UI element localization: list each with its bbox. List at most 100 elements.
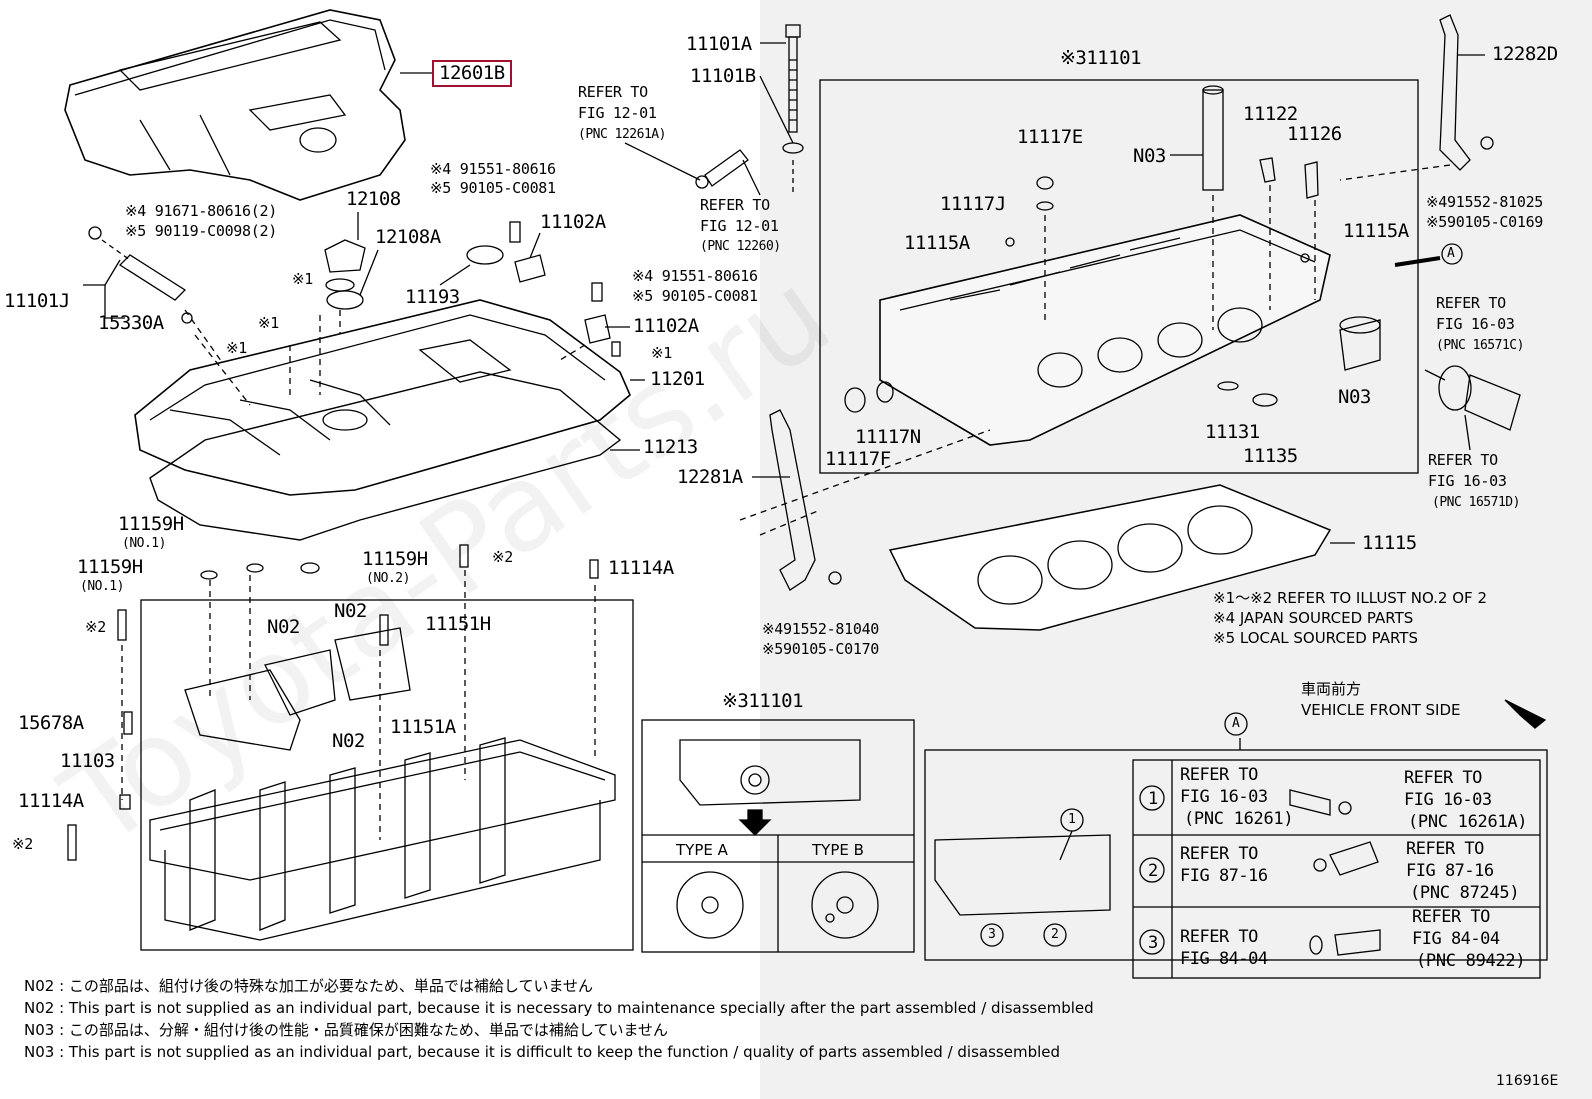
part-label-11102a-2[interactable]: 11102A bbox=[633, 315, 699, 337]
note-marker-1: ※1 bbox=[258, 314, 279, 332]
part-label-11151a[interactable]: 11151A bbox=[390, 716, 456, 738]
part-label-12281a[interactable]: 12281A bbox=[677, 466, 743, 488]
ref-row-1-left-text: REFER TO bbox=[1180, 765, 1258, 785]
part-label-11103[interactable]: 11103 bbox=[60, 750, 115, 772]
callout-3: 3 bbox=[988, 927, 996, 942]
part-label-11117j[interactable]: 11117J bbox=[940, 193, 1006, 215]
part-label-12282d[interactable]: 12282D bbox=[1492, 43, 1558, 65]
refer-fig-link[interactable]: FIG 16-03 bbox=[1436, 315, 1515, 333]
part-label-15330a[interactable]: 15330A bbox=[98, 312, 164, 334]
part-label-11201[interactable]: 11201 bbox=[650, 368, 705, 390]
part-label-12108[interactable]: 12108 bbox=[346, 188, 401, 210]
ref-row-3-right-fig[interactable]: FIG 84-04 bbox=[1412, 929, 1500, 949]
part-label-11135[interactable]: 11135 bbox=[1243, 445, 1298, 467]
part-label-11114a-2[interactable]: 11114A bbox=[18, 790, 84, 812]
ref-row-1-right-fig[interactable]: FIG 16-03 bbox=[1404, 790, 1492, 810]
part-label-90105[interactable]: ※5 90105-C0081 bbox=[430, 179, 556, 197]
refer-pnc: (PNC 16571C) bbox=[1436, 338, 1524, 353]
spark-plug-gasket-drawing bbox=[466, 245, 504, 265]
water-outlet-drawing bbox=[1424, 365, 1521, 451]
front-side-jp: 車両前方 bbox=[1301, 680, 1362, 698]
part-label-91551[interactable]: ※4 91551-80616 bbox=[430, 160, 556, 178]
refer-fig-link[interactable]: FIG 12-01 bbox=[578, 104, 657, 122]
note-label-n02: N02 bbox=[332, 730, 365, 752]
part-label-11101a[interactable]: 11101A bbox=[686, 33, 752, 55]
part-label-11122[interactable]: 11122 bbox=[1243, 103, 1298, 125]
part-label-91552-b[interactable]: ※491552-81040 bbox=[762, 620, 880, 638]
cylinder-head-cover-drawing bbox=[134, 299, 645, 496]
part-label-11117n[interactable]: 11117N bbox=[855, 426, 921, 448]
part-label-11115[interactable]: 11115 bbox=[1362, 532, 1417, 554]
ref-row-1-left-fig[interactable]: FIG 16-03 bbox=[1180, 787, 1268, 807]
part-label-11115a-2[interactable]: 11115A bbox=[1343, 220, 1409, 242]
part-label-90105-b[interactable]: ※5 90105-C0081 bbox=[632, 287, 758, 305]
refer-pnc: (PNC 16571D) bbox=[1432, 495, 1520, 510]
part-label-11117e[interactable]: 11117E bbox=[1017, 126, 1083, 148]
part-label-91551-b[interactable]: ※4 91551-80616 bbox=[632, 267, 758, 285]
part-label-11102a[interactable]: 11102A bbox=[540, 211, 606, 233]
callout-2: 2 bbox=[1051, 927, 1059, 942]
ref-row-3-number: 3 bbox=[1148, 933, 1158, 953]
refer-text: REFER TO bbox=[578, 83, 648, 101]
part-label-11193[interactable]: 11193 bbox=[405, 286, 460, 308]
note-label-n03: N03 bbox=[1338, 386, 1371, 408]
head-bolt-drawing bbox=[759, 24, 804, 195]
engine-hanger-drawing bbox=[1339, 14, 1494, 181]
part-label-11159h[interactable]: 11159H bbox=[118, 513, 184, 535]
ref-row-1-right-text: REFER TO bbox=[1404, 768, 1482, 788]
part-label-11151h[interactable]: 11151H bbox=[425, 613, 491, 635]
part-label-11126[interactable]: 11126 bbox=[1287, 123, 1342, 145]
part-label-11114a[interactable]: 11114A bbox=[608, 557, 674, 579]
ref-row-2-right-pnc: (PNC 87245) bbox=[1410, 883, 1520, 903]
ref-row-2-right-fig[interactable]: FIG 87-16 bbox=[1406, 861, 1494, 881]
ref-row-2-right-text: REFER TO bbox=[1406, 839, 1484, 859]
engine-cover-drawing bbox=[64, 9, 437, 201]
ref-row-3-right-pnc: (PNC 89422) bbox=[1416, 951, 1526, 971]
cylinder-head-box bbox=[819, 79, 1419, 474]
note-marker-1: ※1 bbox=[651, 344, 672, 362]
refer-fig-link[interactable]: FIG 12-01 bbox=[700, 217, 779, 235]
part-label-11101b[interactable]: 11101B bbox=[690, 65, 756, 87]
part-label-15678a[interactable]: 15678A bbox=[18, 712, 84, 734]
ref-row-1-left-pnc: (PNC 16261) bbox=[1184, 809, 1294, 829]
refer-pnc: (PNC 12261A) bbox=[578, 127, 666, 142]
part-label-11131[interactable]: 11131 bbox=[1205, 421, 1260, 443]
part-label-91552[interactable]: ※491552-81025 bbox=[1426, 193, 1544, 211]
refer-pnc: (PNC 12260) bbox=[700, 239, 781, 254]
legend-line-5: ※5 LOCAL SOURCED PARTS bbox=[1213, 629, 1418, 647]
view-a-inset-label: A bbox=[1232, 716, 1240, 731]
head-gasket-drawing bbox=[888, 484, 1355, 631]
refer-text: REFER TO bbox=[1428, 451, 1498, 469]
part-label-90105-d[interactable]: ※590105-C0170 bbox=[762, 640, 880, 658]
engine-hanger-front-drawing bbox=[739, 409, 991, 591]
part-label-11213[interactable]: 11213 bbox=[643, 436, 698, 458]
sensor-drawing bbox=[509, 221, 630, 357]
part-label-12108a[interactable]: 12108A bbox=[375, 226, 441, 248]
part-sublabel: (NO.1) bbox=[80, 579, 124, 594]
refer-fig-link[interactable]: FIG 16-03 bbox=[1428, 472, 1507, 490]
part-label-11101[interactable]: ※311101 bbox=[1060, 47, 1142, 69]
part-label-91671[interactable]: ※4 91671-80616(2) bbox=[125, 202, 277, 220]
head-cover-gasket-drawing bbox=[149, 371, 622, 541]
part-label-11101j[interactable]: 11101J bbox=[4, 290, 70, 312]
callout-1: 1 bbox=[1068, 812, 1076, 827]
inset-a-box bbox=[924, 738, 1548, 979]
ref-row-3-left-fig[interactable]: FIG 84-04 bbox=[1180, 949, 1268, 969]
type-b-label: TYPE B bbox=[812, 841, 864, 859]
view-a-label: A bbox=[1447, 246, 1455, 261]
ref-row-1-number: 1 bbox=[1148, 789, 1158, 809]
part-label-11101-inset[interactable]: ※311101 bbox=[722, 690, 804, 712]
inset-type-box bbox=[641, 719, 915, 953]
ref-row-3-right-text: REFER TO bbox=[1412, 907, 1490, 927]
part-label-11159h[interactable]: 11159H bbox=[362, 548, 428, 570]
part-label-11117f[interactable]: 11117F bbox=[825, 448, 891, 470]
ref-row-2-left-fig[interactable]: FIG 87-16 bbox=[1180, 866, 1268, 886]
part-label-11159h[interactable]: 11159H bbox=[77, 556, 143, 578]
footnote-n02-en: N02 : This part is not supplied as an in… bbox=[24, 999, 1094, 1017]
part-label-12601b[interactable]: 12601B bbox=[432, 60, 512, 87]
part-label-11115a[interactable]: 11115A bbox=[904, 232, 970, 254]
view-a-marker bbox=[1441, 243, 1463, 265]
illustration-number: 116916E bbox=[1496, 1073, 1559, 1089]
part-label-90105-c[interactable]: ※590105-C0169 bbox=[1426, 213, 1544, 231]
part-label-90119[interactable]: ※5 90119-C0098(2) bbox=[125, 222, 277, 240]
